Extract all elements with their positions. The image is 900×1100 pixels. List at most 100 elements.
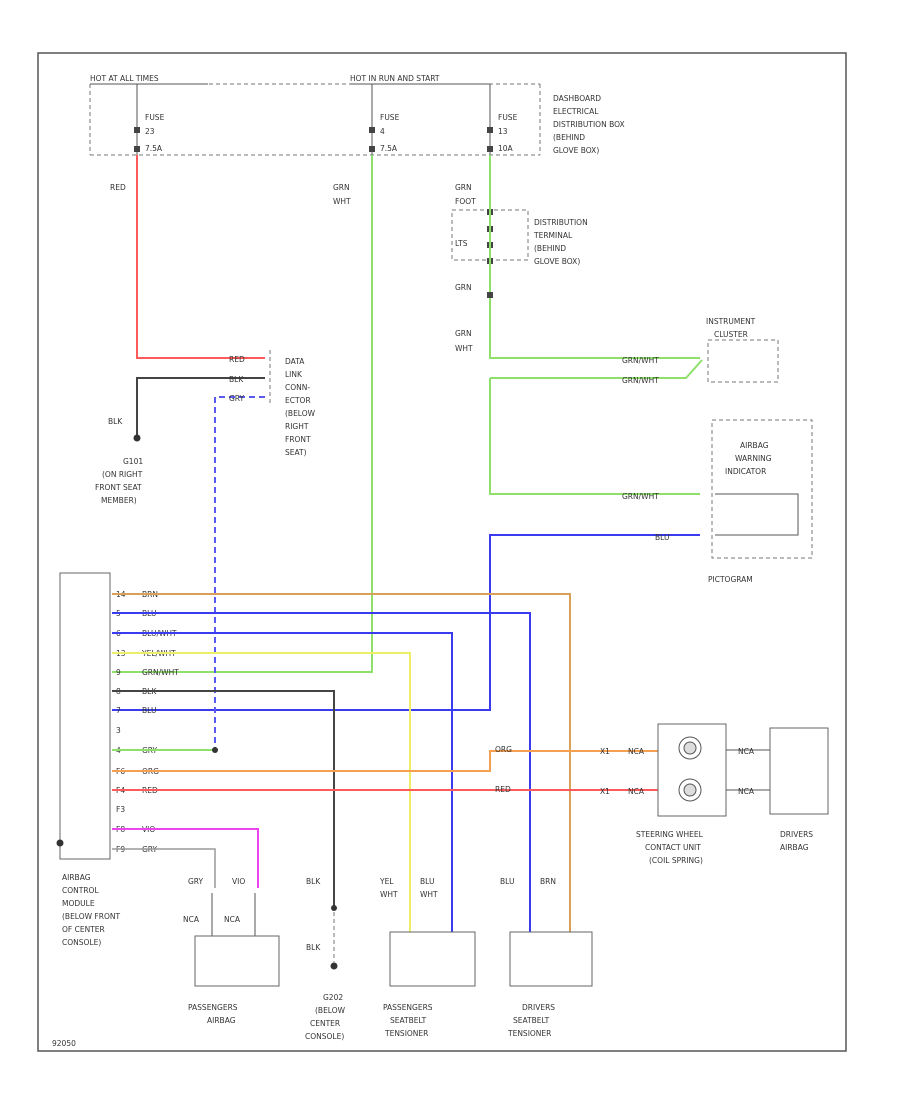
svg-text:MEMBER): MEMBER) — [101, 496, 137, 505]
svg-text:RED: RED — [495, 785, 511, 794]
wire-blk-g202 — [112, 690, 335, 906]
wire-grnwht-aw — [489, 378, 700, 495]
svg-text:TENSIONER: TENSIONER — [507, 1029, 551, 1038]
svg-text:INSTRUMENT: INSTRUMENT — [706, 317, 756, 326]
svg-text:BLK: BLK — [229, 375, 244, 384]
svg-text:GRN/WHT: GRN/WHT — [622, 376, 659, 385]
svg-text:WHT: WHT — [420, 890, 438, 899]
svg-text:AIRBAG: AIRBAG — [740, 441, 769, 450]
svg-text:PASSENGERS: PASSENGERS — [383, 1003, 433, 1012]
airbag-warning-indicator: AIRBAG WARNING INDICATOR GRN/WHT BLU PIC… — [622, 419, 813, 584]
svg-text:RIGHT: RIGHT — [285, 422, 309, 431]
ground-g101: G101 (ON RIGHT FRONT SEAT MEMBER) — [95, 457, 143, 505]
svg-text:WHT: WHT — [380, 890, 398, 899]
svg-text:GRN: GRN — [333, 183, 350, 192]
svg-text:CONTACT UNIT: CONTACT UNIT — [645, 843, 701, 852]
svg-text:NCA: NCA — [738, 747, 755, 756]
steering-wheel-contact-unit: X1 X1 NCA NCA NCA NCA STEERING WHEEL CON… — [600, 723, 770, 865]
svg-text:CONTROL: CONTROL — [62, 886, 99, 895]
fuse-13: FUSE 13 10A — [498, 113, 518, 153]
svg-text:GRN: GRN — [455, 329, 472, 338]
wire-brn-drv-tensioner — [112, 593, 571, 932]
svg-text:NCA: NCA — [183, 915, 200, 924]
wire-vio-pass-airbag — [112, 828, 259, 888]
svg-text:(BELOW: (BELOW — [285, 409, 316, 418]
svg-text:BLK: BLK — [306, 943, 321, 952]
svg-text:FRONT SEAT: FRONT SEAT — [95, 483, 142, 492]
svg-text:(BELOW FRONT: (BELOW FRONT — [62, 912, 120, 921]
svg-text:DRIVERS: DRIVERS — [780, 830, 813, 839]
svg-text:7.5A: 7.5A — [380, 144, 398, 153]
svg-text:BLK: BLK — [108, 417, 123, 426]
pictogram-label: PICTOGRAM — [708, 575, 753, 584]
passengers-seatbelt-tensioner: YEL WHT BLU WHT PASSENGERS SEATBELT TENS… — [379, 877, 476, 1038]
svg-text:WHT: WHT — [333, 197, 351, 206]
svg-text:PASSENGERS: PASSENGERS — [188, 1003, 238, 1012]
svg-text:NCA: NCA — [738, 787, 755, 796]
fuse-box: HOT AT ALL TIMES HOT IN RUN AND START FU… — [89, 74, 625, 156]
svg-text:BRN: BRN — [540, 877, 556, 886]
svg-text:G101: G101 — [123, 457, 143, 466]
svg-text:GRN/WHT: GRN/WHT — [622, 492, 659, 501]
ground-g202: BLK BLK G202 (BELOW CENTER CONSOLE) — [305, 877, 346, 1041]
svg-text:BLU: BLU — [420, 877, 434, 886]
passengers-airbag: GRY VIO NCA NCA PASSENGERS AIRBAG — [183, 877, 280, 1025]
wire-blu-aw — [112, 534, 700, 711]
svg-text:DASHBOARD: DASHBOARD — [553, 94, 601, 103]
svg-text:CENTER: CENTER — [310, 1019, 340, 1028]
svg-text:GRN: GRN — [455, 283, 472, 292]
wire-red-fuse23 — [136, 155, 265, 359]
drivers-airbag: DRIVERS AIRBAG — [769, 727, 829, 852]
hot-run-start-label: HOT IN RUN AND START — [350, 74, 440, 83]
fuse-box-description: DASHBOARD ELECTRICAL DISTRIBUTION BOX (B… — [553, 94, 625, 155]
svg-text:SEAT): SEAT) — [285, 448, 307, 457]
svg-text:FUSE: FUSE — [380, 113, 400, 122]
svg-text:NCA: NCA — [224, 915, 241, 924]
wire-grn-fuse13 — [489, 155, 700, 359]
svg-text:13: 13 — [498, 127, 508, 136]
module-pin-3: 3 — [116, 726, 121, 735]
wire-gry-dlc — [214, 396, 265, 750]
svg-text:SEATBELT: SEATBELT — [513, 1016, 550, 1025]
module-pin-7: 7 — [116, 706, 121, 715]
svg-text:WHT: WHT — [455, 344, 473, 353]
svg-text:X1: X1 — [600, 747, 610, 756]
svg-text:LTS: LTS — [455, 239, 468, 248]
svg-text:G202: G202 — [323, 993, 343, 1002]
svg-text:(COIL SPRING): (COIL SPRING) — [649, 856, 703, 865]
svg-text:10A: 10A — [498, 144, 514, 153]
svg-text:FUSE: FUSE — [498, 113, 518, 122]
svg-text:OF CENTER: OF CENTER — [62, 925, 105, 934]
svg-text:LINK: LINK — [285, 370, 303, 379]
svg-text:YEL: YEL — [379, 877, 394, 886]
svg-text:AIRBAG: AIRBAG — [207, 1016, 236, 1025]
svg-text:AIRBAG: AIRBAG — [780, 843, 809, 852]
svg-text:SEATBELT: SEATBELT — [390, 1016, 427, 1025]
wire-grnwht-fuse4 — [112, 155, 373, 673]
svg-text:NCA: NCA — [628, 747, 645, 756]
svg-text:RED: RED — [229, 355, 245, 364]
svg-text:TENSIONER: TENSIONER — [384, 1029, 428, 1038]
module-pin-F3: F3 — [116, 805, 125, 814]
label-red: RED — [110, 183, 126, 192]
svg-text:FRONT: FRONT — [285, 435, 311, 444]
svg-text:(BELOW: (BELOW — [315, 1006, 346, 1015]
svg-text:GRN: GRN — [455, 183, 472, 192]
wire-yelwht-pass-tensioner — [112, 652, 411, 932]
svg-text:CONSOLE): CONSOLE) — [62, 938, 101, 947]
data-link-connector: RED BLK GRY DATA LINK CONN- ECTOR (BELOW… — [229, 350, 316, 457]
svg-text:DISTRIBUTION BOX: DISTRIBUTION BOX — [553, 120, 625, 129]
svg-text:FOOT: FOOT — [455, 197, 476, 206]
svg-text:BLK: BLK — [306, 877, 321, 886]
svg-text:GRY: GRY — [229, 394, 245, 403]
svg-text:X1: X1 — [600, 787, 610, 796]
svg-text:7.5A: 7.5A — [145, 144, 163, 153]
svg-text:CONSOLE): CONSOLE) — [305, 1032, 344, 1041]
wire-blu-drv-tensioner — [112, 612, 531, 932]
svg-text:ELECTRICAL: ELECTRICAL — [553, 107, 599, 116]
svg-text:GLOVE BOX): GLOVE BOX) — [534, 257, 580, 266]
wire-blk-g101 — [136, 377, 265, 438]
instrument-cluster: INSTRUMENT CLUSTER GRN/WHT GRN/WHT — [622, 317, 779, 385]
svg-text:23: 23 — [145, 127, 155, 136]
